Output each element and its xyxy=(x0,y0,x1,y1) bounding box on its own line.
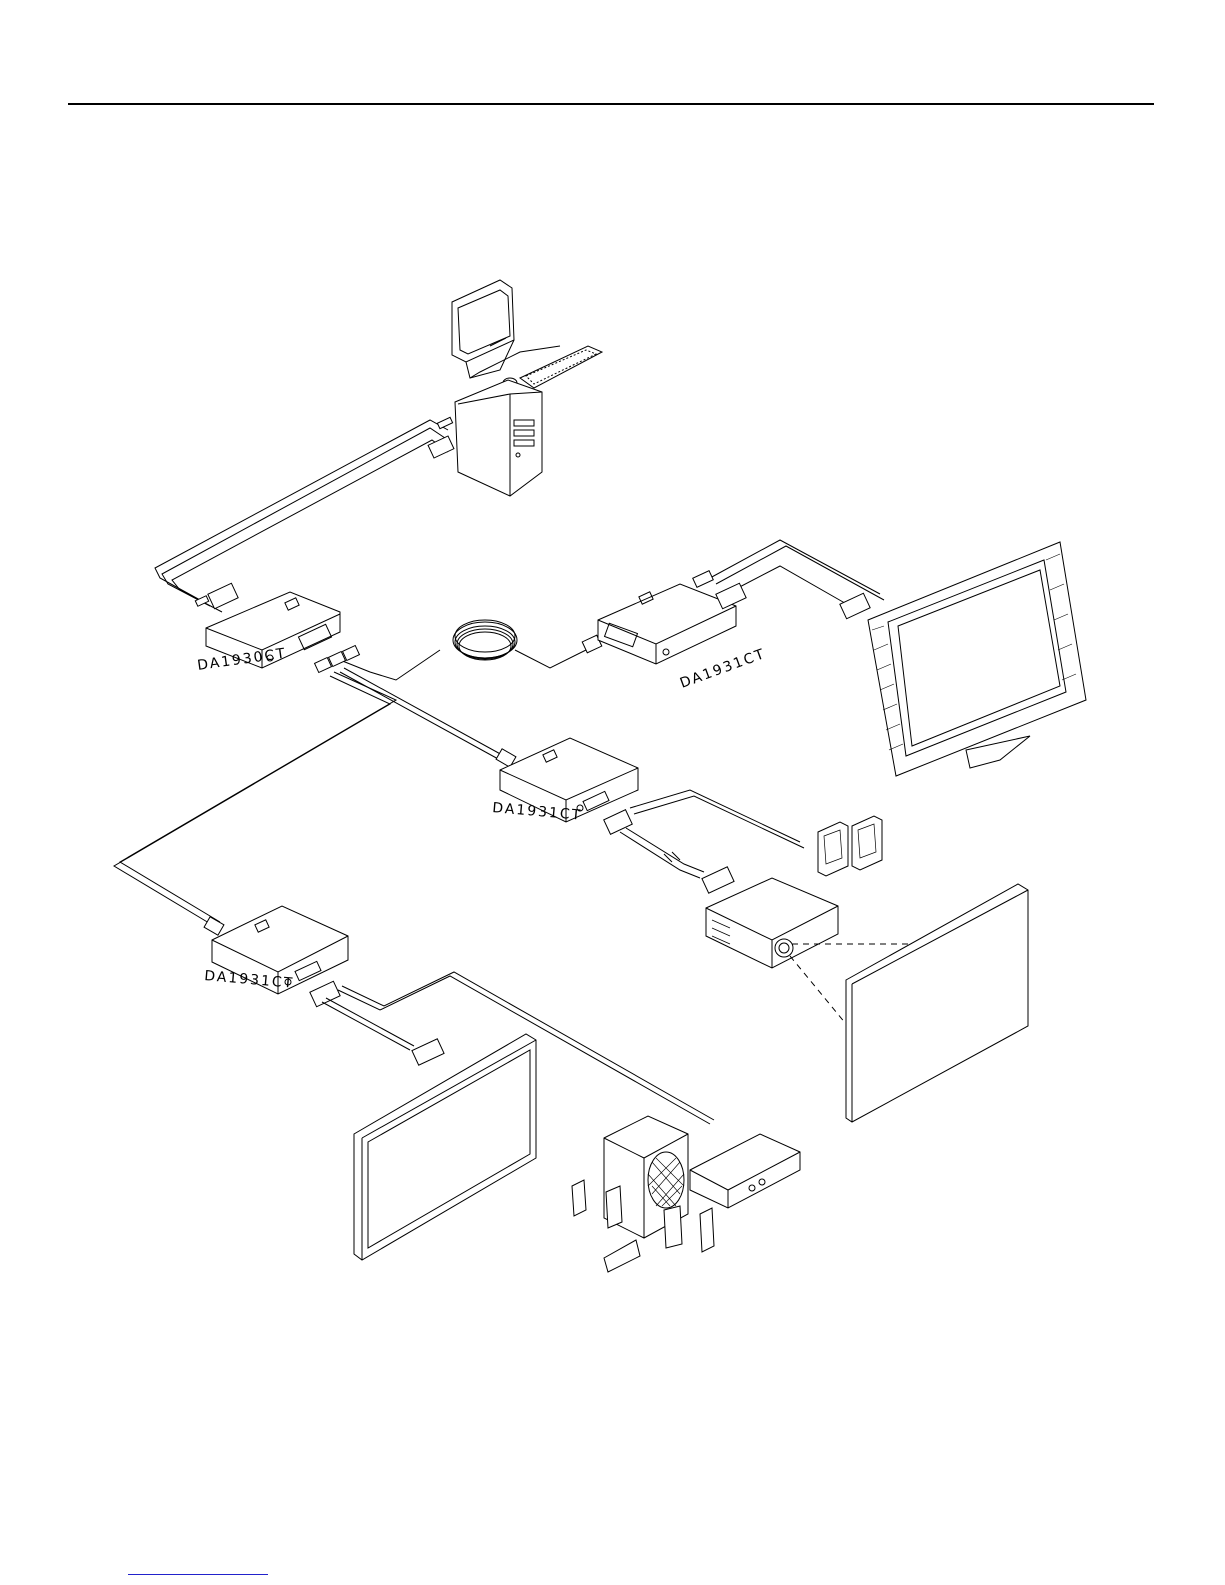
local-to-remote-2-cable-b xyxy=(344,668,504,756)
speakers-icon xyxy=(818,816,882,876)
remote-2-output-cables xyxy=(604,790,804,893)
surround-sound-icon xyxy=(572,1116,800,1272)
projector-icon xyxy=(706,878,838,968)
plasma-display-icon xyxy=(354,1034,536,1260)
cat5-cable-coil-icon xyxy=(315,620,602,680)
footer-link-underline[interactable] xyxy=(128,1574,268,1575)
remote-1-to-monitor-cables xyxy=(693,540,884,619)
projection-ray-bottom xyxy=(790,956,846,1024)
projection-screen-icon xyxy=(846,884,1028,1122)
rj45-plug-remote-3 xyxy=(204,917,224,935)
lcd-monitor-icon xyxy=(868,542,1086,776)
remote-unit-1-label: DA1931CT xyxy=(678,646,768,692)
local-to-remote-3-cable xyxy=(114,676,390,926)
computer-tower-icon xyxy=(452,280,602,496)
remote-unit-1 xyxy=(598,584,736,664)
local-to-remote-3-cable-b xyxy=(120,672,396,922)
computer-to-local-cables xyxy=(155,417,454,612)
